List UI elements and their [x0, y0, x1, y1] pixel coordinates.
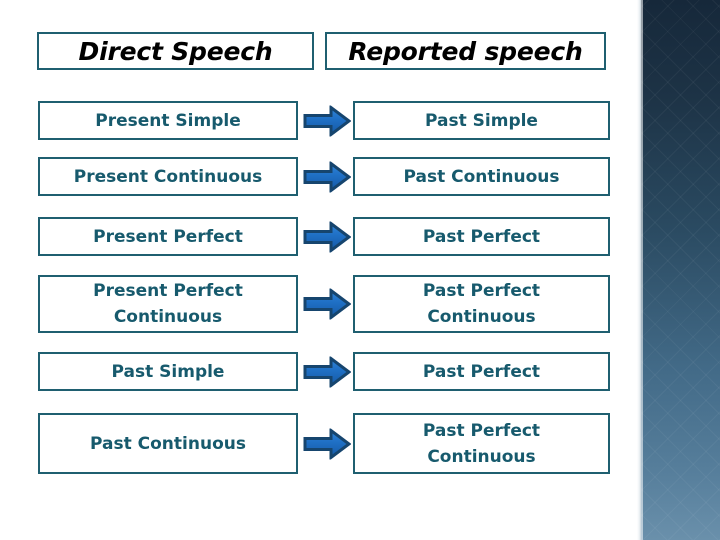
cell-text-line: Continuous: [427, 446, 536, 467]
table-row: Present Continuous Past Continuous: [0, 157, 641, 196]
direct-speech-cell: Present Simple: [38, 101, 298, 140]
header-reported-speech: Reported speech: [325, 32, 606, 70]
cell-text-line: Past Perfect: [422, 281, 541, 301]
cell-text-line: Past Continuous: [90, 433, 246, 454]
right-block-arrow-icon: [303, 288, 351, 320]
decorative-side-panel: [641, 0, 720, 540]
table-row: Present Perfect Past Perfect: [0, 217, 641, 256]
direct-speech-cell: Present Continuous: [38, 157, 298, 196]
reported-speech-cell: Past Perfect: [353, 352, 610, 391]
header-reported-speech-label: Reported speech: [348, 36, 583, 66]
cell-text-line: Past Simple: [425, 110, 538, 131]
side-panel-edge: [637, 0, 641, 540]
cell-text-line: Continuous: [427, 307, 536, 327]
right-block-arrow-icon: [303, 221, 351, 252]
cell-text-line: Present Continuous: [73, 166, 263, 187]
header-direct-speech-label: Direct Speech: [78, 36, 273, 66]
table-row: Present Simple Past Simple: [0, 101, 641, 140]
direct-speech-cell: Past Continuous: [38, 413, 298, 474]
cell-text-line: Present Simple: [95, 110, 241, 131]
direct-speech-cell: Past Simple: [38, 352, 298, 391]
table-header-row: Direct Speech Reported speech: [0, 32, 641, 70]
right-block-arrow-icon: [303, 105, 351, 136]
right-block-arrow-icon: [303, 161, 351, 192]
cell-text-line: Continuous: [113, 307, 223, 327]
reported-speech-cell: Past Continuous: [353, 157, 610, 196]
cell-text-line: Present Perfect: [93, 281, 243, 301]
cell-text-line: Past Continuous: [403, 166, 560, 187]
table-row: Past Simple Past Perfect: [0, 352, 641, 391]
header-direct-speech: Direct Speech: [37, 32, 314, 70]
cell-text-line: Present Perfect: [93, 226, 243, 247]
cell-text-line: Past Perfect: [422, 226, 541, 247]
cell-text-line: Past Perfect: [422, 361, 541, 382]
cell-text-line: Past Simple: [111, 361, 225, 382]
right-block-arrow-icon: [303, 356, 351, 387]
reported-speech-cell: Past Simple: [353, 101, 610, 140]
direct-speech-cell: Present Perfect: [38, 217, 298, 256]
cell-text-line: Past Perfect: [422, 420, 541, 441]
reported-speech-cell: Past Perfect: [353, 217, 610, 256]
right-block-arrow-icon: [303, 428, 351, 459]
